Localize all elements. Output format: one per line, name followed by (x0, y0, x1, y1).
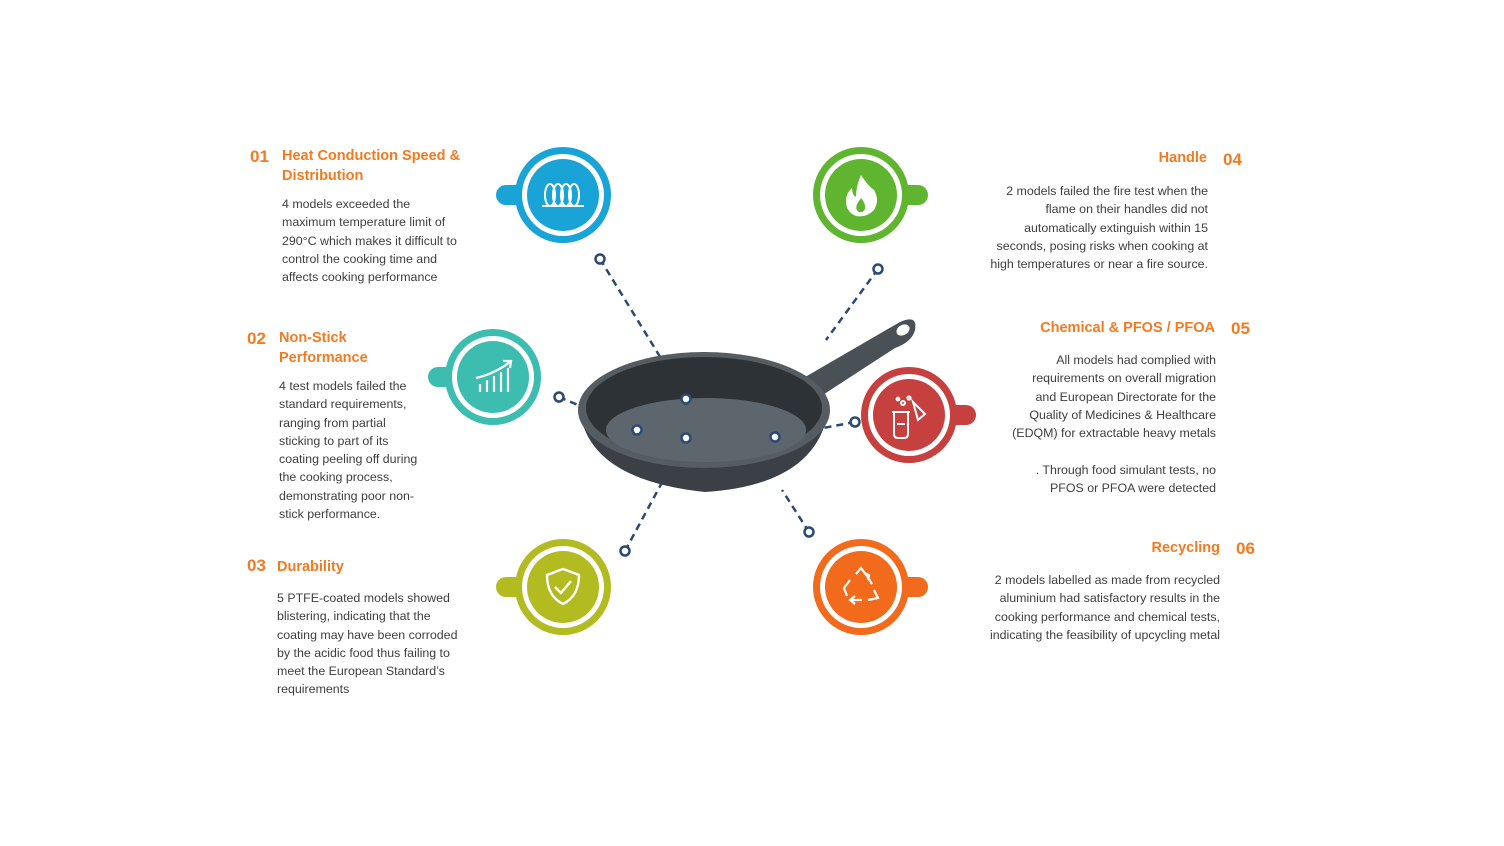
item-03-description: 5 PTFE-coated models showed blistering, … (277, 591, 458, 697)
item-01-description: 4 models exceeded the maximum temperatur… (282, 197, 457, 285)
item-05-number: 05 (1231, 319, 1250, 338)
badge-non-stick (428, 329, 541, 425)
item-05-title: Chemical & PFOS / PFOA (1040, 320, 1215, 336)
item-02-title: Non-Stick Performance (279, 330, 368, 366)
growth-chart-icon (475, 359, 513, 392)
flame-icon (846, 175, 877, 217)
badge-chemical (861, 367, 976, 463)
badge-heat-conduction (496, 147, 611, 243)
badge-handle (813, 147, 928, 243)
item-05-description: All models had complied with requirement… (1012, 353, 1216, 496)
item-02-number: 02 (247, 329, 266, 348)
item-06-number: 06 (1236, 539, 1255, 558)
item-03-number: 03 (247, 556, 266, 575)
coil-icon (542, 183, 584, 207)
badge-recycling (813, 539, 928, 635)
item-02-description: 4 test models failed the standard requir… (279, 379, 418, 522)
lab-flask-icon (892, 395, 927, 439)
item-06-title: Recycling (1151, 540, 1221, 556)
item-04-number: 04 (1223, 150, 1242, 169)
item-03-title: Durability (277, 559, 344, 575)
shield-check-icon (545, 567, 581, 606)
badge-durability (496, 539, 611, 635)
item-04-description: 2 models failed the fire test when the f… (990, 184, 1208, 272)
item-01-number: 01 (250, 147, 269, 166)
item-01-title: Heat Conduction Speed & Distribution (282, 148, 461, 184)
recycle-icon (842, 566, 880, 605)
connector-nodes (553, 253, 884, 557)
item-04-title: Handle (1158, 150, 1207, 166)
item-06-description: 2 models labelled as made from recycled … (989, 573, 1220, 642)
